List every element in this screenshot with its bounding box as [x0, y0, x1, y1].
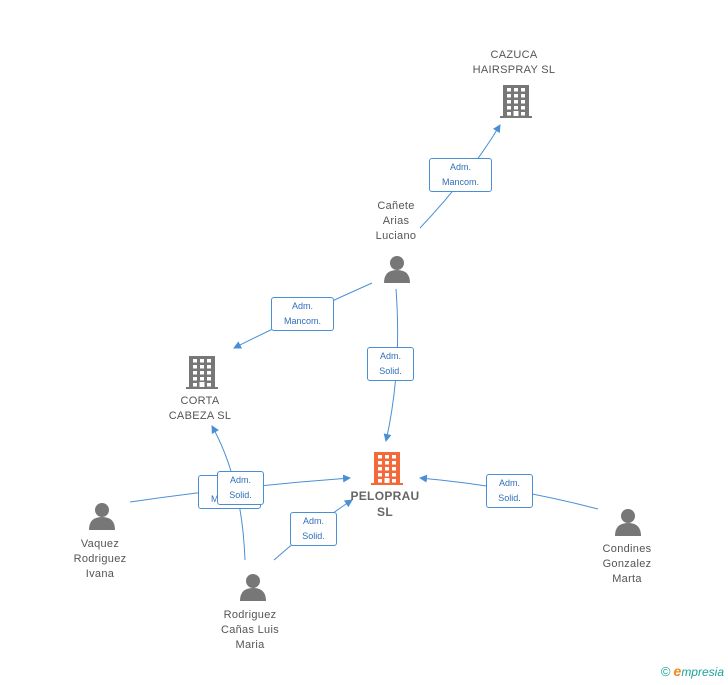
- node-label-line: Vaquez: [80, 538, 120, 550]
- node-label-line: Cañas Luis: [220, 624, 280, 636]
- edge-label-rodriguez-corta[interactable]: Adm. Solid.: [217, 471, 264, 505]
- edge-label-canete-corta[interactable]: Adm. Mancom.: [271, 297, 334, 331]
- edge-label-line: Adm.: [229, 475, 251, 485]
- node-label-line: Arias: [382, 215, 410, 227]
- edge-label-line: Solid.: [379, 366, 402, 376]
- edge-label-condines-peloprau[interactable]: Adm. Solid.: [486, 474, 533, 508]
- node-label-line: Marta: [612, 573, 642, 585]
- node-label-peloprau[interactable]: PELOPRAU SL: [335, 488, 435, 520]
- node-label-line: Rodriguez: [223, 609, 277, 621]
- node-label-corta[interactable]: CORTA CABEZA SL: [150, 394, 250, 424]
- person-icon-condines[interactable]: [615, 509, 641, 536]
- edge-label-line: Mancom.: [283, 316, 321, 326]
- person-icon-canete[interactable]: [384, 256, 410, 283]
- edge-label-line: Adm.: [449, 162, 471, 172]
- edge-label-canete-peloprau[interactable]: Adm. Solid.: [367, 347, 414, 381]
- node-label-line: PELOPRAU: [350, 489, 420, 503]
- node-label-line: Ivana: [85, 568, 115, 580]
- empresia-brand[interactable]: ©empresia: [661, 663, 724, 679]
- edge-label-line: Solid.: [302, 531, 325, 541]
- brand-name: mpresia: [681, 665, 724, 679]
- icons-layer: [89, 85, 641, 601]
- node-label-line: CORTA: [180, 395, 220, 407]
- edge-label-rodriguez-peloprau[interactable]: Adm. Solid.: [290, 512, 337, 546]
- edge-label-line: Solid.: [229, 490, 252, 500]
- copyright-symbol: ©: [660, 664, 671, 679]
- node-label-line: Luciano: [375, 230, 417, 242]
- edge-label-canete-cazuca[interactable]: Adm. Mancom.: [429, 158, 492, 192]
- node-label-line: Cañete: [377, 200, 415, 212]
- edge-label-line: Mancom.: [441, 177, 479, 187]
- node-label-line: CABEZA SL: [168, 410, 232, 422]
- building-icon-peloprau[interactable]: [371, 452, 403, 485]
- node-label-line: Condines: [602, 543, 652, 555]
- node-label-line: CAZUCA: [490, 49, 538, 61]
- node-label-line: Maria: [235, 639, 265, 651]
- edge-label-line: Adm.: [291, 301, 313, 311]
- edge-label-line: Solid.: [498, 493, 521, 503]
- edge-label-line: Adm.: [498, 478, 520, 488]
- node-label-line: HAIRSPRAY SL: [472, 64, 556, 76]
- edge-label-line: Adm.: [379, 351, 401, 361]
- node-label-line: Gonzalez: [602, 558, 652, 570]
- node-label-line: SL: [377, 505, 393, 519]
- building-icon-cazuca[interactable]: [500, 85, 532, 118]
- brand-logo-e: e: [673, 663, 682, 679]
- person-icon-vaquez[interactable]: [89, 503, 115, 530]
- node-label-line: Rodriguez: [73, 553, 127, 565]
- node-label-cazuca[interactable]: CAZUCA HAIRSPRAY SL: [454, 48, 574, 78]
- building-icon-corta[interactable]: [186, 356, 218, 389]
- person-icon-rodriguez[interactable]: [240, 574, 266, 601]
- edge-label-line: Adm.: [302, 516, 324, 526]
